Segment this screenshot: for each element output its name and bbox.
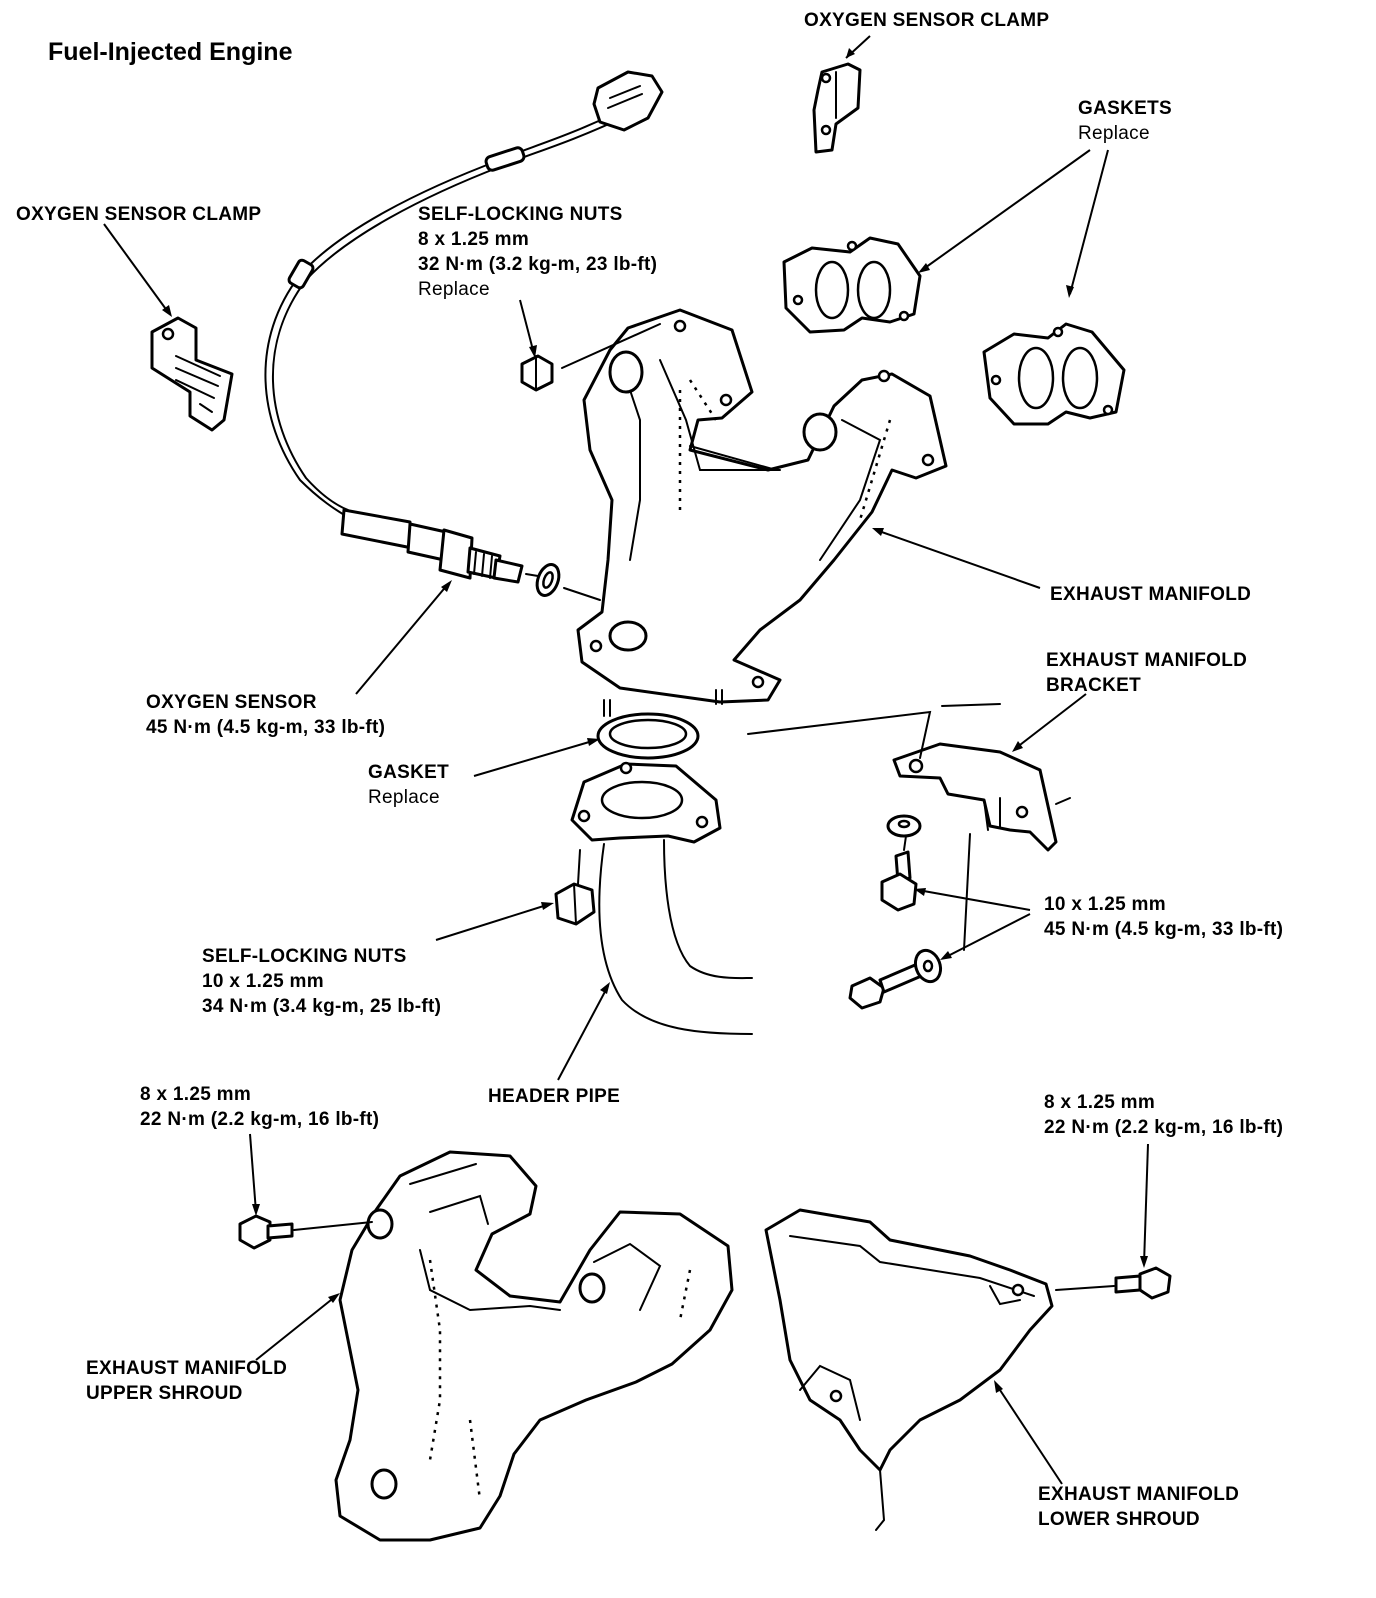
label-self-locking-nuts-bottom: SELF-LOCKING NUTS 10 x 1.25 mm 34 N·m (3… (202, 944, 441, 1019)
label-oxygen-sensor-name: OXYGEN SENSOR (146, 692, 317, 713)
label-nuts-bottom-size: 10 x 1.25 mm (202, 971, 324, 992)
label-header-pipe: HEADER PIPE (488, 1086, 621, 1107)
gasket-left (782, 236, 922, 334)
label-upper-bolt-size: 8 x 1.25 mm (140, 1084, 252, 1105)
exhaust-manifold-bracket (892, 742, 1058, 852)
gasket-ring (596, 712, 700, 760)
bracket-bolt-lower (848, 948, 943, 1010)
oxygen-sensor-clamp-top (812, 62, 862, 154)
label-oxygen-sensor-torque: 45 N·m (4.5 kg-m, 33 lb-ft) (146, 717, 386, 738)
self-locking-nut-bottom (554, 849, 596, 926)
label-bracket-bolts-torque: 45 N·m (4.5 kg-m, 33 lb-ft) (1044, 919, 1284, 940)
header-pipe (570, 761, 753, 1035)
label-oxygen-sensor-clamp-left: OXYGEN SENSOR CLAMP (16, 204, 262, 225)
manifold-stud (603, 689, 723, 717)
bracket-washer (886, 814, 922, 838)
exhaust-manifold-upper-shroud (334, 1150, 734, 1542)
label-exhaust-manifold-bracket: EXHAUST MANIFOLD BRACKET (1046, 648, 1247, 698)
self-locking-nut-top (520, 354, 554, 392)
label-upper-shroud-line1: EXHAUST MANIFOLD (86, 1358, 288, 1379)
label-bracket-bolts-size: 10 x 1.25 mm (1044, 894, 1166, 915)
label-upper-shroud-line2: UPPER SHROUD (86, 1383, 243, 1404)
bracket-bolt-upper (880, 850, 918, 912)
sensor-washer (535, 563, 561, 597)
label-oxygen-sensor-clamp-top: OXYGEN SENSOR CLAMP (804, 10, 1050, 31)
oxygen-sensor (340, 508, 524, 584)
label-gaskets-name: GASKETS (1078, 98, 1172, 119)
label-upper-shroud: EXHAUST MANIFOLD UPPER SHROUD (86, 1356, 287, 1406)
label-bracket-bolts: 10 x 1.25 mm 45 N·m (4.5 kg-m, 33 lb-ft) (1044, 892, 1283, 942)
label-gaskets-note: Replace (1078, 123, 1150, 144)
label-nuts-bottom-name: SELF-LOCKING NUTS (202, 946, 407, 967)
label-lower-shroud-line1: EXHAUST MANIFOLD (1038, 1484, 1240, 1505)
label-oxygen-sensor: OXYGEN SENSOR 45 N·m (4.5 kg-m, 33 lb-ft… (146, 690, 385, 740)
label-gasket: GASKET Replace (368, 760, 449, 810)
label-lower-shroud: EXHAUST MANIFOLD LOWER SHROUD (1038, 1482, 1239, 1532)
label-gaskets: GASKETS Replace (1078, 96, 1172, 146)
label-nuts-top-name: SELF-LOCKING NUTS (418, 204, 623, 225)
leader-lines (103, 35, 1149, 1485)
label-nuts-bottom-torque: 34 N·m (3.4 kg-m, 25 lb-ft) (202, 996, 442, 1017)
exhaust-manifold-lower-shroud (764, 1208, 1054, 1531)
label-nuts-top-size: 8 x 1.25 mm (418, 229, 530, 250)
label-bracket-line2: BRACKET (1046, 675, 1141, 696)
label-lower-bolt-size: 8 x 1.25 mm (1044, 1092, 1156, 1113)
oxygen-sensor-clamp-left (150, 316, 234, 432)
label-upper-shroud-bolt: 8 x 1.25 mm 22 N·m (2.2 kg-m, 16 lb-ft) (140, 1082, 379, 1132)
oxygen-sensor-wire (264, 70, 664, 517)
label-lower-bolt-torque: 22 N·m (2.2 kg-m, 16 lb-ft) (1044, 1117, 1284, 1138)
diagram-title: Fuel-Injected Engine (48, 38, 293, 66)
label-gasket-note: Replace (368, 787, 440, 808)
label-lower-shroud-line2: LOWER SHROUD (1038, 1509, 1200, 1530)
label-lower-shroud-bolt: 8 x 1.25 mm 22 N·m (2.2 kg-m, 16 lb-ft) (1044, 1090, 1283, 1140)
upper-shroud-bolt (238, 1214, 294, 1250)
lower-shroud-bolt (1114, 1266, 1172, 1300)
label-upper-bolt-torque: 22 N·m (2.2 kg-m, 16 lb-ft) (140, 1109, 380, 1130)
label-bracket-line1: EXHAUST MANIFOLD (1046, 650, 1248, 671)
label-gasket-name: GASKET (368, 762, 449, 783)
label-self-locking-nuts-top: SELF-LOCKING NUTS 8 x 1.25 mm 32 N·m (3.… (418, 202, 657, 302)
label-exhaust-manifold: EXHAUST MANIFOLD (1050, 584, 1252, 605)
exhaust-manifold (576, 308, 948, 704)
label-nuts-top-note: Replace (418, 279, 490, 300)
gasket-right (982, 322, 1126, 426)
label-nuts-top-torque: 32 N·m (3.2 kg-m, 23 lb-ft) (418, 254, 658, 275)
